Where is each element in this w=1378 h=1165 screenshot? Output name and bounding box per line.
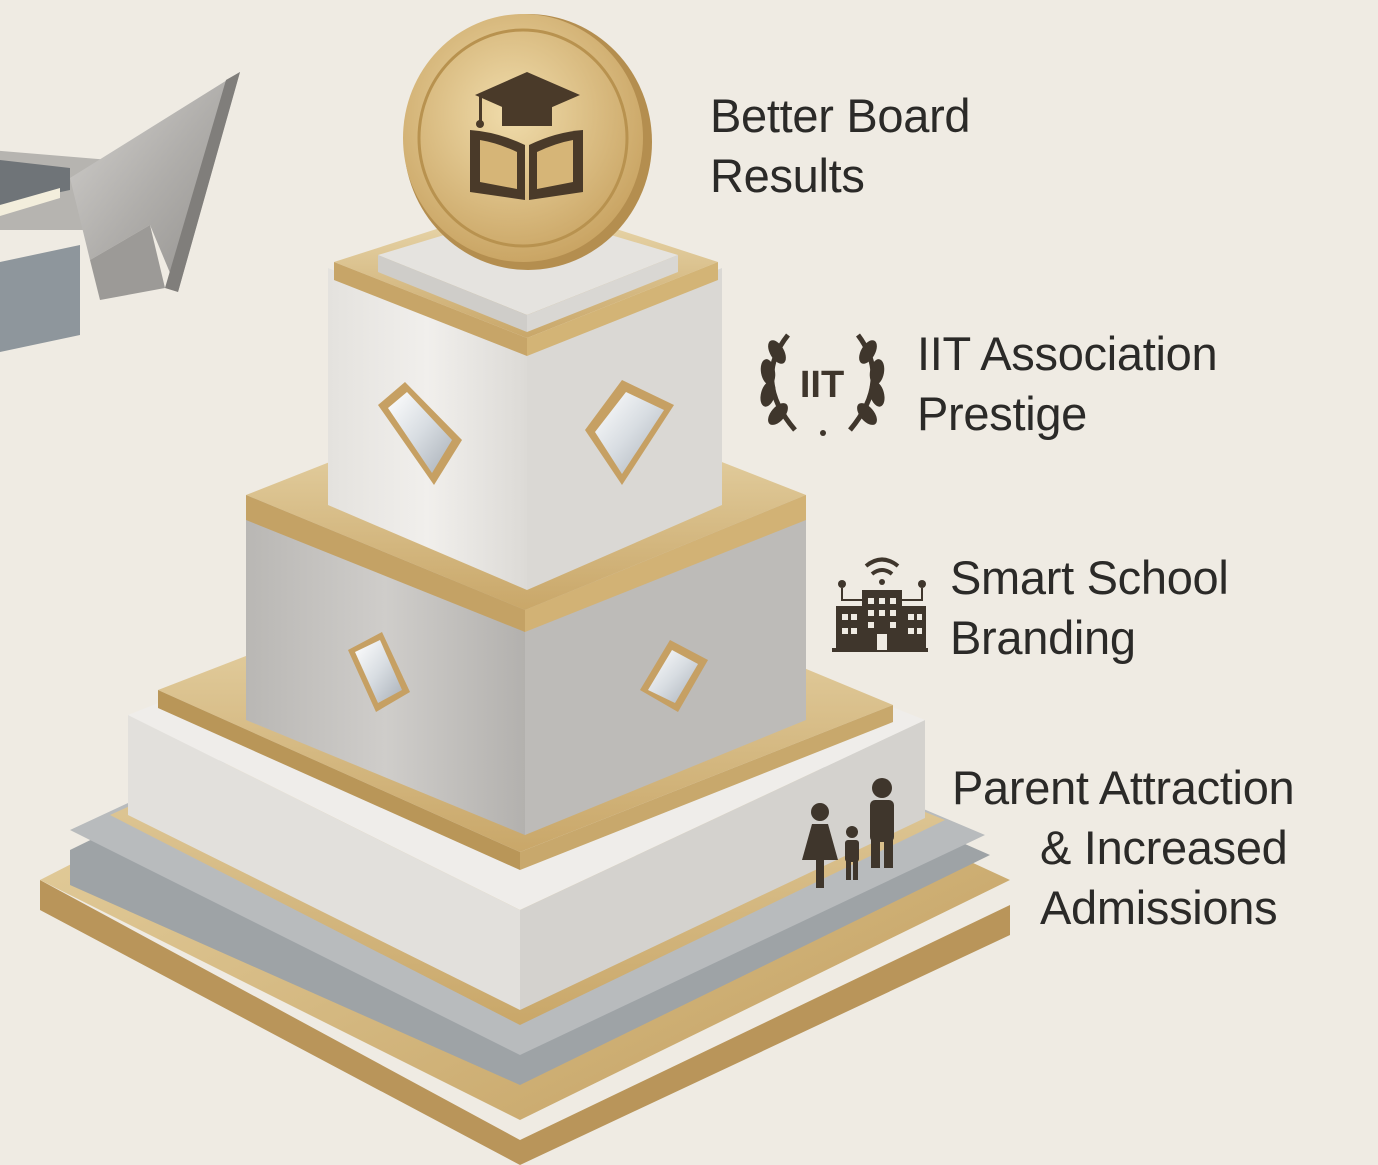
level-label-smart-school-branding: Smart School Branding bbox=[950, 548, 1229, 668]
label-line: Parent Attraction bbox=[952, 761, 1295, 814]
level-label-parent-attraction: Parent Attraction & Increased Admissions bbox=[952, 758, 1295, 938]
smart-school-building-icon bbox=[832, 557, 928, 652]
label-line: Prestige bbox=[917, 387, 1088, 440]
label-line: Admissions bbox=[1040, 881, 1278, 934]
label-line: Better Board bbox=[710, 89, 971, 142]
iit-laurel-icon: IIT bbox=[760, 333, 885, 436]
level-label-iit-association-prestige: IIT Association Prestige bbox=[917, 324, 1218, 444]
label-line: & Increased bbox=[1040, 821, 1288, 874]
diamond-icon bbox=[640, 640, 708, 712]
label-line: IIT Association bbox=[917, 327, 1218, 380]
diamond-icon bbox=[378, 382, 462, 485]
label-line: Results bbox=[710, 149, 865, 202]
level-label-better-board-results: Better Board Results bbox=[710, 86, 971, 206]
graduation-book-icon bbox=[403, 14, 652, 270]
family-icon bbox=[802, 778, 894, 888]
diamond-icon bbox=[585, 380, 674, 485]
diamond-icon bbox=[348, 632, 410, 712]
iit-laurel-text: IIT bbox=[800, 364, 844, 406]
label-line: Smart School bbox=[950, 551, 1229, 604]
growth-arrow-icon bbox=[0, 72, 240, 357]
label-line: Branding bbox=[950, 611, 1136, 664]
